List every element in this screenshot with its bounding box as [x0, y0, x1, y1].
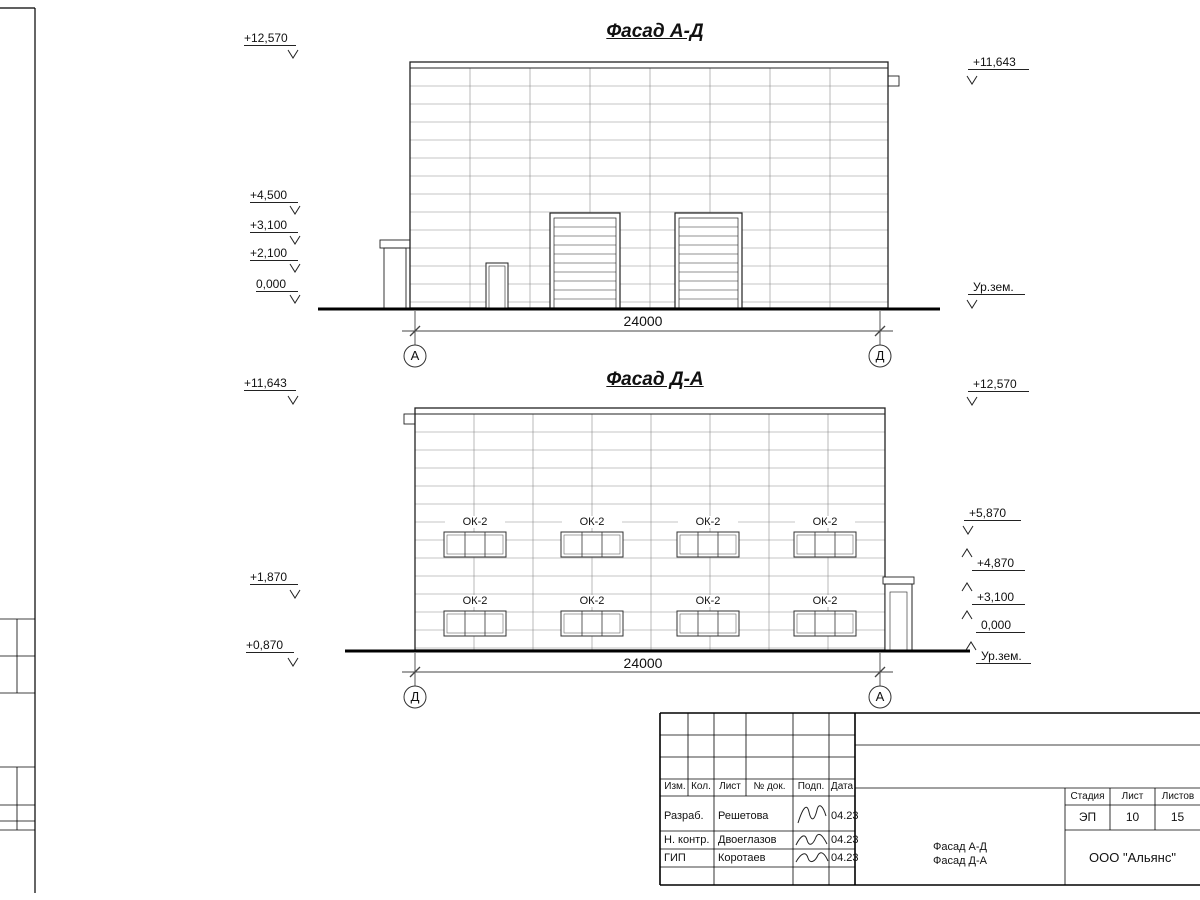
- sheets-total: 15: [1170, 810, 1185, 824]
- window-label: ОК-2: [678, 516, 738, 528]
- window: [443, 531, 507, 558]
- titleblock-date: 04.23: [831, 852, 859, 864]
- dimension-text-da: 24000: [623, 655, 663, 671]
- signature: [797, 805, 827, 824]
- facade-ad-title: Фасад А-Д: [606, 21, 704, 42]
- elevation-mark: +12,570: [968, 377, 1029, 392]
- titleblock-name: Коротаев: [718, 852, 766, 864]
- axis-label-da-right: А: [875, 689, 885, 704]
- elevation-mark: +1,870: [250, 570, 298, 585]
- organization-name: ООО "Альянс": [1089, 850, 1176, 865]
- sheet-label: Лист: [1121, 791, 1144, 802]
- frame-stamp-cells: [0, 618, 35, 831]
- window: [560, 531, 624, 558]
- signature: [795, 852, 829, 863]
- signatures: [795, 805, 829, 863]
- elevation-mark: +5,870: [964, 506, 1021, 521]
- sheet-frame: [0, 7, 36, 893]
- titleblock-col-ndok: № док.: [753, 781, 786, 792]
- window: [793, 531, 857, 558]
- facade-da-title: Фасад Д-А: [606, 369, 704, 390]
- facade-ad-panel-grid: [410, 68, 888, 308]
- axis-label-da-left: Д: [410, 689, 420, 704]
- sheet-number: 10: [1125, 810, 1140, 824]
- doc-title-line1: Фасад А-Д: [932, 841, 988, 853]
- facade-da-windows-row2: [443, 610, 857, 637]
- facade-da-annex: [882, 576, 915, 651]
- window-label: ОК-2: [678, 595, 738, 607]
- elevation-mark: +3,100: [250, 218, 298, 233]
- dimension-ad: [402, 311, 893, 368]
- stage-label: Стадия: [1070, 791, 1105, 802]
- signature: [795, 833, 828, 846]
- window-label: ОК-2: [445, 595, 505, 607]
- window-label: ОК-2: [795, 516, 855, 528]
- titleblock-name: Двоеглазов: [718, 834, 777, 846]
- elevation-mark: +11,643: [968, 55, 1029, 70]
- titleblock-col-izm: Изм.: [664, 781, 686, 792]
- dimension-da: [402, 653, 893, 709]
- window: [676, 531, 740, 558]
- window: [560, 610, 624, 637]
- axis-label-ad-left: А: [410, 348, 420, 363]
- elevation-mark: +12,570: [244, 31, 296, 46]
- titleblock-role: Н. контр.: [664, 834, 710, 846]
- dimension-text-ad: 24000: [623, 313, 663, 329]
- titleblock-col-kol: Кол.: [691, 781, 711, 792]
- titleblock-col-podp: Подп.: [797, 781, 825, 792]
- doc-title-line2: Фасад Д-А: [932, 855, 988, 867]
- sheets-label: Листов: [1161, 791, 1195, 802]
- ground-level-label: Ур.зем.: [976, 649, 1031, 664]
- facade-ad-outline: [379, 61, 900, 309]
- elevation-mark: 0,000: [256, 277, 298, 292]
- facade-ad-garage-door-1: [549, 212, 621, 309]
- titleblock-role: ГИП: [664, 852, 686, 864]
- elevation-mark: 0,000: [976, 618, 1025, 633]
- window-label: ОК-2: [562, 516, 622, 528]
- elevation-mark: +3,100: [972, 590, 1025, 605]
- titleblock-role: Разраб.: [664, 810, 704, 822]
- facade-da-windows-row1: [443, 531, 857, 558]
- window: [443, 610, 507, 637]
- titleblock-col-data: Дата: [830, 781, 854, 792]
- elevation-mark: +4,870: [972, 556, 1025, 571]
- elevation-mark: +4,500: [250, 188, 298, 203]
- window-label: ОК-2: [445, 516, 505, 528]
- facade-ad-garage-door-2: [674, 212, 743, 309]
- ground-level-label: Ур.зем.: [968, 280, 1025, 295]
- title-block-grid: [659, 712, 1200, 886]
- elevation-mark: +11,643: [244, 376, 296, 391]
- stage-value: ЭП: [1078, 810, 1097, 824]
- window-label: ОК-2: [795, 595, 855, 607]
- facade-ad-entry-door: [485, 262, 509, 309]
- titleblock-date: 04.23: [831, 810, 859, 822]
- titleblock-date: 04.23: [831, 834, 859, 846]
- elevation-mark: +0,870: [246, 638, 294, 653]
- window: [676, 610, 740, 637]
- axis-label-ad-right: Д: [875, 348, 885, 363]
- titleblock-name: Решетова: [718, 810, 769, 822]
- window: [793, 610, 857, 637]
- window-label: ОК-2: [562, 595, 622, 607]
- elevation-mark: +2,100: [250, 246, 298, 261]
- titleblock-col-list: Лист: [719, 781, 741, 792]
- elevation-arrows: [287, 49, 978, 667]
